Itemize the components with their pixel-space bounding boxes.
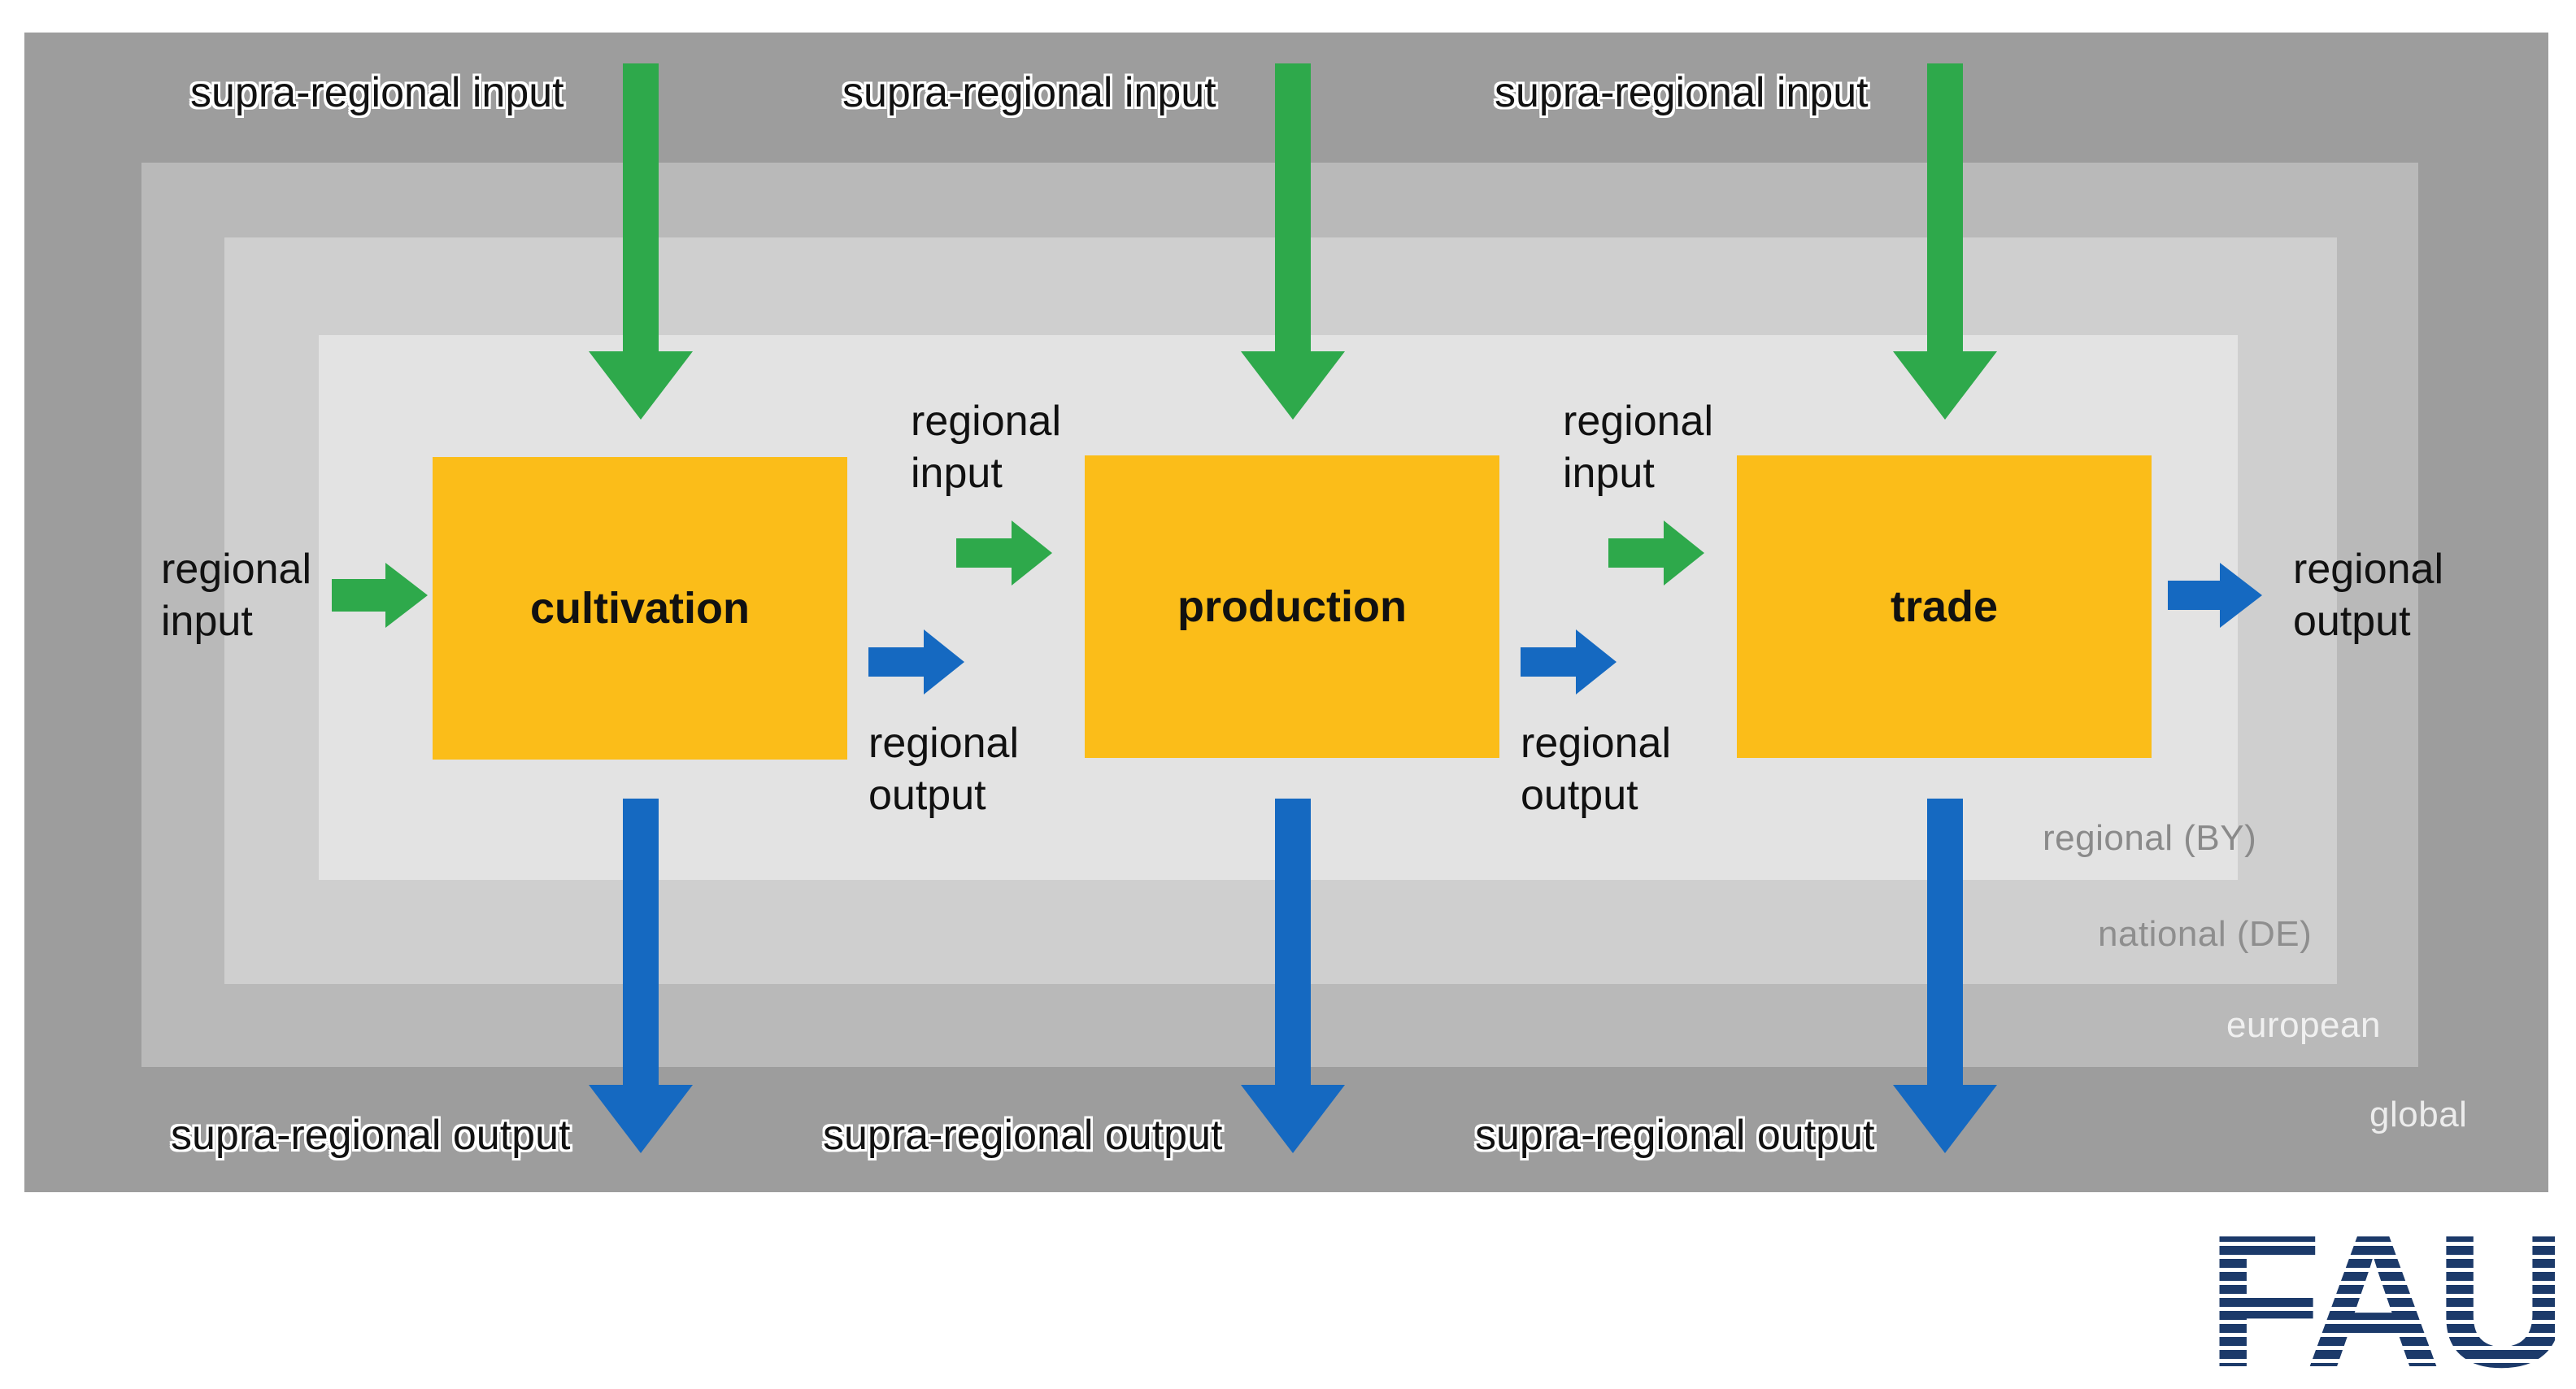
regional-input-arrow-cultivation [332, 563, 428, 628]
regional-output-arrow-cultivation [868, 629, 964, 694]
regional-input-label-trade: regional input [1563, 395, 1713, 499]
supra-regional-output-arrow-trade [1893, 799, 1997, 1153]
regional-output-label-line2: output [2293, 598, 2411, 645]
layer-label-european: european [2226, 1005, 2381, 1045]
fau-logo: FAU [2217, 1220, 2555, 1371]
regional-output-label-trade: regional output [2293, 543, 2443, 647]
supra-regional-input-arrow-cultivation [589, 63, 693, 420]
supra-regional-input-arrow-production [1241, 63, 1345, 420]
regional-output-label-line1: regional [2293, 546, 2444, 593]
regional-output-label-line2: output [868, 772, 986, 819]
regional-input-label-line1: regional [911, 398, 1062, 445]
layer-label-regional: regional (BY) [2043, 818, 2257, 858]
supra-regional-input-label-3: supra-regional input [1495, 69, 1869, 116]
regional-output-label-line2: output [1521, 772, 1638, 819]
supra-regional-input-label-1: supra-regional input [190, 69, 564, 116]
supra-regional-output-arrow-production [1241, 799, 1345, 1153]
stage-trade: trade [1737, 455, 2152, 758]
regional-input-label-production: regional input [911, 395, 1061, 499]
regional-output-label-production: regional output [1521, 717, 1671, 821]
supra-regional-output-label-2: supra-regional output [823, 1112, 1223, 1159]
regional-input-label-line1: regional [1563, 398, 1714, 445]
layer-label-global: global [2369, 1095, 2468, 1134]
regional-output-arrow-trade [2168, 563, 2262, 628]
regional-output-label-cultivation: regional output [868, 717, 1019, 821]
supra-regional-output-arrow-cultivation [589, 799, 693, 1153]
stage-production: production [1085, 455, 1499, 758]
supra-regional-output-label-1: supra-regional output [171, 1112, 571, 1159]
regional-input-label-cultivation: regional input [161, 543, 311, 647]
regional-input-label-line2: input [161, 598, 253, 645]
supra-regional-input-label-2: supra-regional input [842, 69, 1216, 116]
regional-output-label-line1: regional [868, 720, 1020, 767]
supra-regional-output-label-3: supra-regional output [1475, 1112, 1875, 1159]
stage-cultivation: cultivation [433, 457, 847, 760]
supra-regional-input-arrow-trade [1893, 63, 1997, 420]
regional-input-label-line1: regional [161, 546, 312, 593]
regional-output-arrow-production [1521, 629, 1617, 694]
regional-input-arrow-production [956, 520, 1052, 586]
regional-input-arrow-trade [1608, 520, 1704, 586]
fau-logo-text: FAU [2217, 1220, 2555, 1371]
regional-output-label-line1: regional [1521, 720, 1672, 767]
layer-label-national: national (DE) [2098, 914, 2313, 954]
regional-input-label-line2: input [911, 450, 1003, 497]
regional-input-label-line2: input [1563, 450, 1655, 497]
